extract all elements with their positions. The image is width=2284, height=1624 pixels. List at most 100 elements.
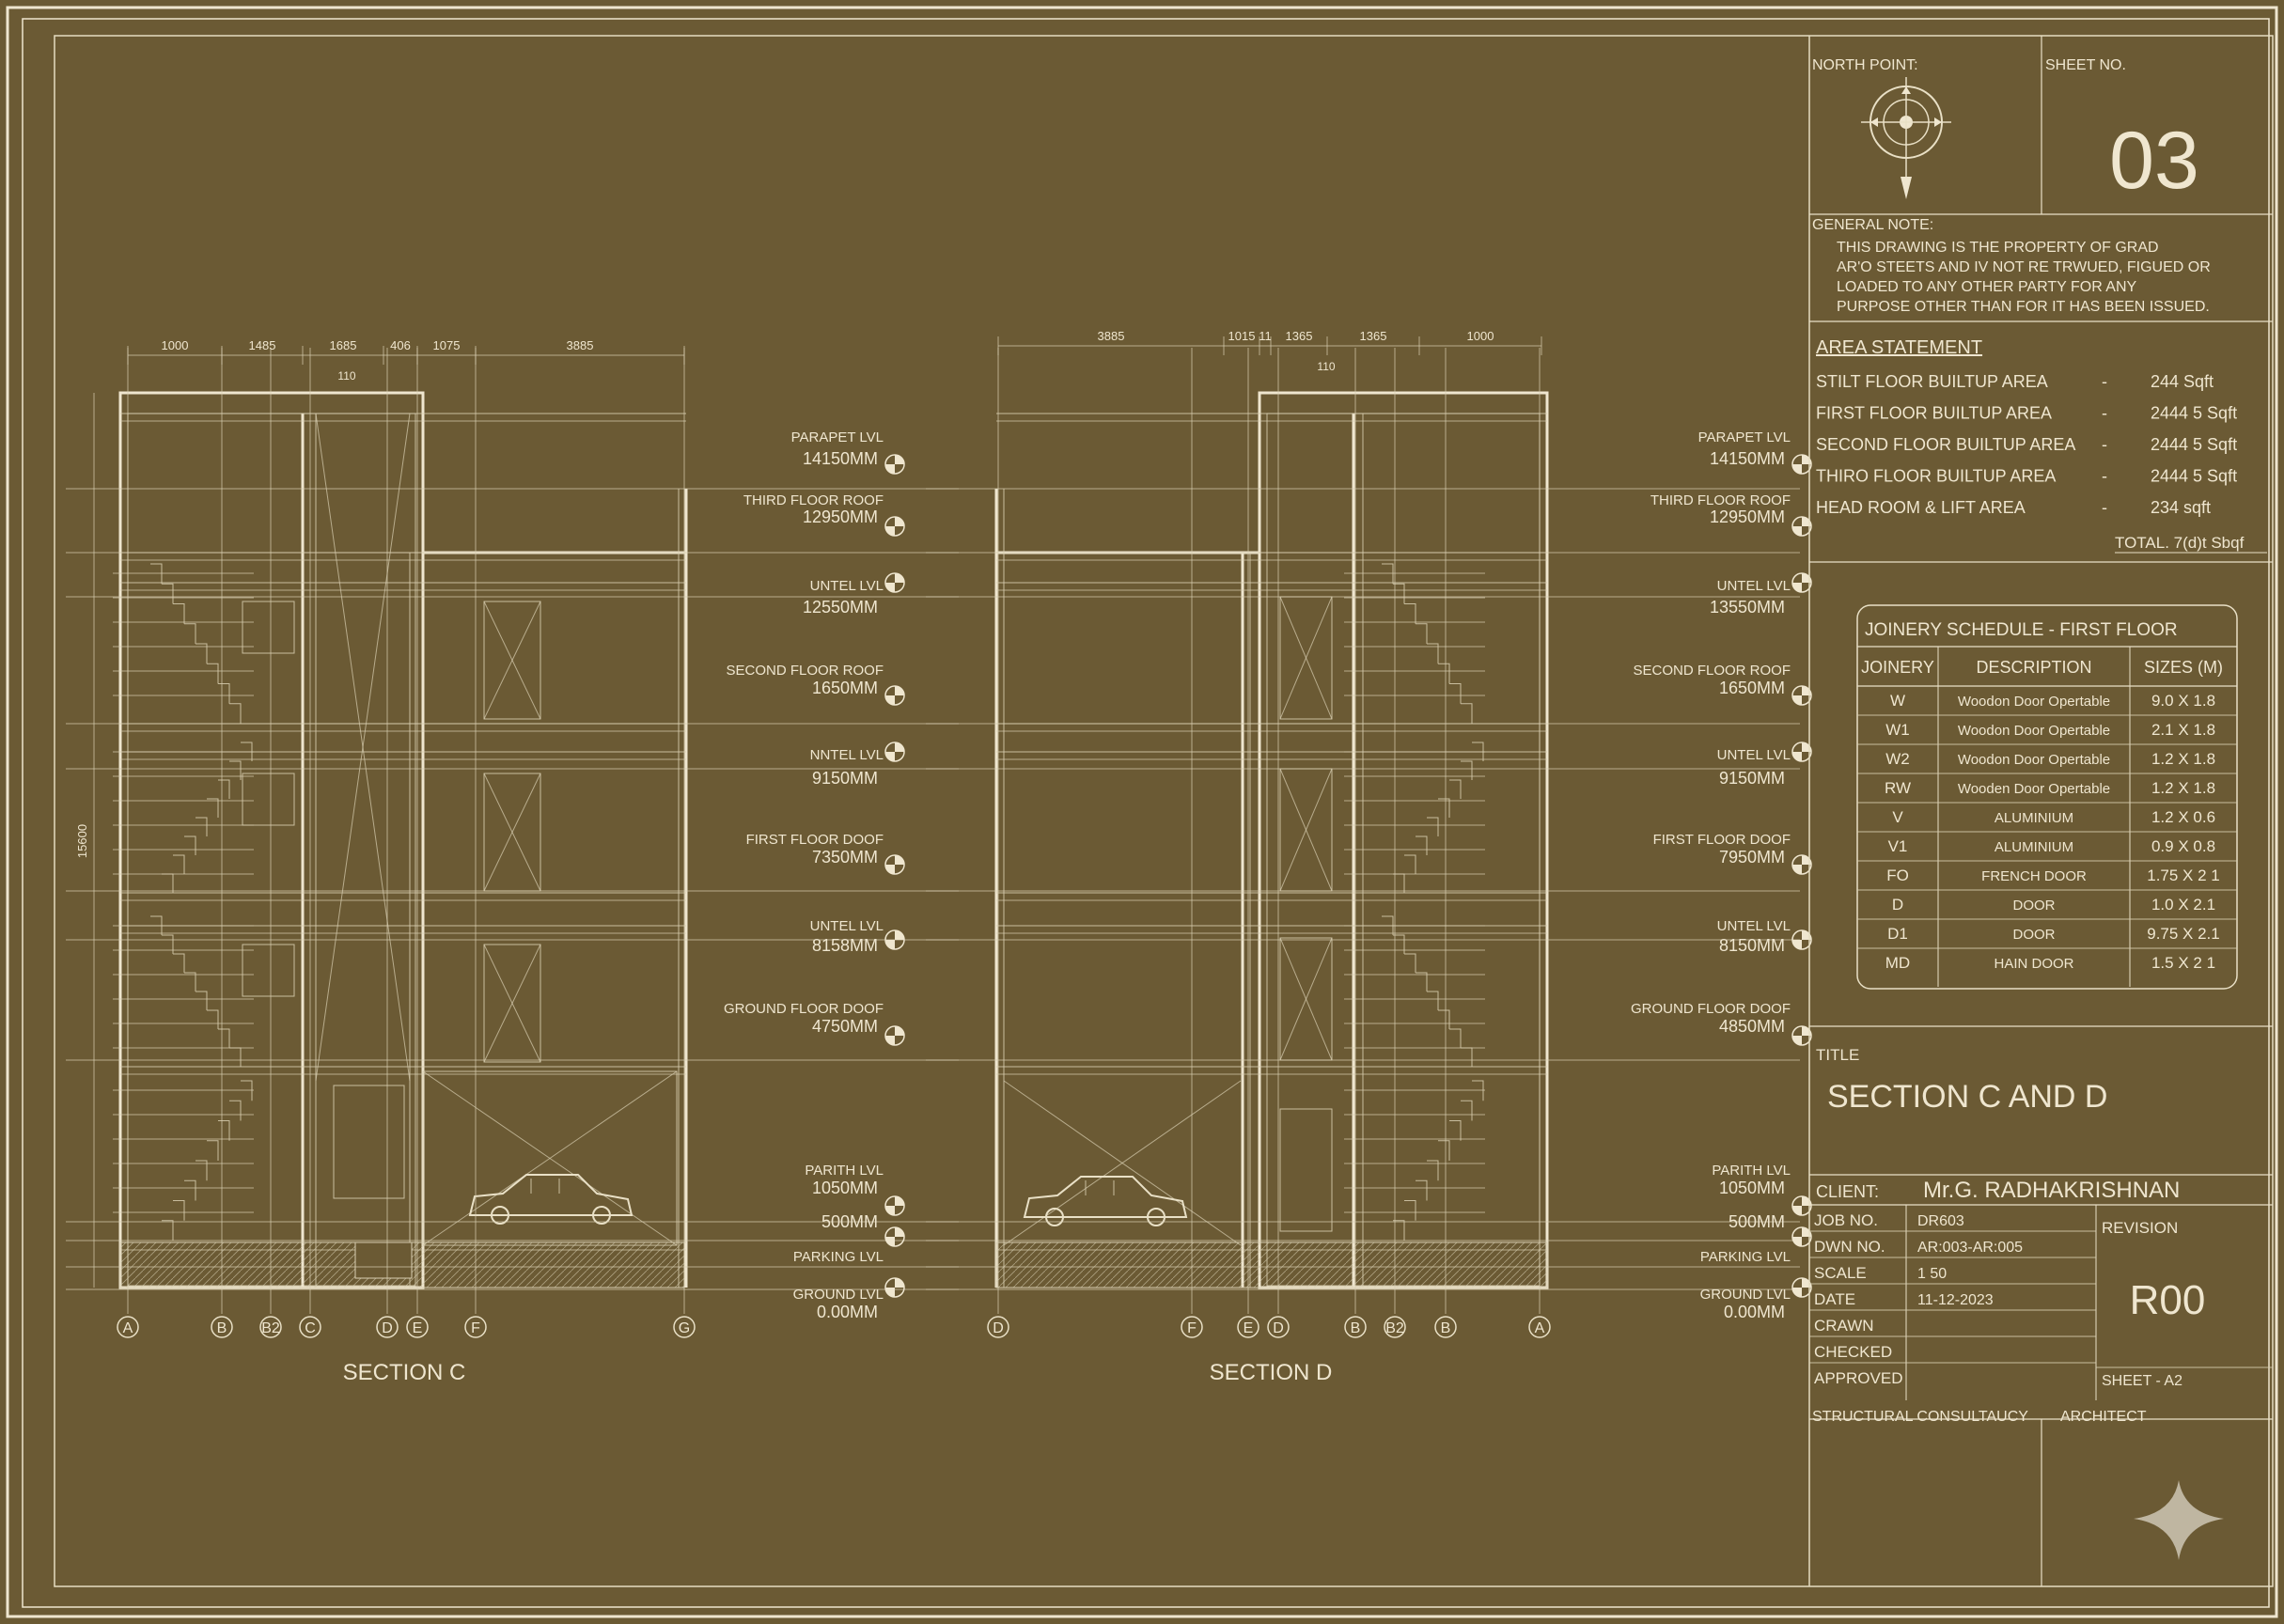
car-icon xyxy=(1023,1176,1188,1226)
level-name: PARKING LVL xyxy=(1700,1249,1791,1265)
joinery-cell: FO xyxy=(1886,867,1909,884)
drawing-frame xyxy=(54,35,2274,1587)
architect-label: ARCHITECT xyxy=(2060,1409,2147,1425)
grid-bubble xyxy=(1434,1316,1457,1338)
joinery-column-header: DESCRIPTION xyxy=(1976,658,2091,677)
sparkle-icon xyxy=(2134,1480,2224,1560)
joinery-heading: JOINERY SCHEDULE - FIRST FLOOR xyxy=(1865,620,2178,640)
joinery-cell: Wooden Door Opertable xyxy=(1958,781,2110,797)
level-value: 14150MM xyxy=(803,449,878,468)
joinery-cell: Woodon Door Opertable xyxy=(1958,723,2110,739)
area-row-dash: - xyxy=(2102,467,2107,486)
grid-label: G xyxy=(679,1320,690,1336)
north-arrow-icon xyxy=(1861,77,1951,199)
joinery-cell: D xyxy=(1892,896,1903,914)
level-value: 9150MM xyxy=(1719,769,1785,788)
level-value: 500MM xyxy=(1729,1212,1785,1231)
general-note-text: THIS DRAWING IS THE PROPERTY OF GRADAR'O… xyxy=(1837,240,2211,315)
general-note-line: PURPOSE OTHER THAN FOR IT HAS BEEN ISSUE… xyxy=(1837,299,2210,315)
joinery-cell: DOOR xyxy=(2013,898,2056,914)
job-info-label: CHECKED xyxy=(1814,1343,1892,1361)
grid-label: F xyxy=(471,1320,480,1336)
joinery-cell: 9.75 X 2.1 xyxy=(2147,925,2220,943)
grid-bubble xyxy=(987,1316,1009,1338)
general-note-line: AR'O STEETS AND IV NOT RE TRWUED, FIGUED… xyxy=(1837,259,2211,275)
joinery-cell: 2.1 X 1.8 xyxy=(2151,721,2215,739)
job-info-value: 1 50 xyxy=(1917,1266,1947,1282)
level-name: NNTEL LVL xyxy=(810,747,884,763)
area-row-value: 244 Sqft xyxy=(2151,372,2214,391)
client-name: Mr.G. RADHAKRISHNAN xyxy=(1923,1178,2180,1203)
level-value: 500MM xyxy=(821,1212,878,1231)
grid-label: E xyxy=(1244,1320,1254,1336)
level-value: 0.00MM xyxy=(1724,1303,1785,1321)
grid-label: D xyxy=(382,1320,393,1336)
level-value: 4750MM xyxy=(812,1017,878,1036)
level-name: SECOND FLOOR ROOF xyxy=(1633,663,1791,679)
grid-bubble xyxy=(299,1316,321,1338)
joinery-cell: 1.5 X 2 1 xyxy=(2151,954,2215,972)
dimension-value: 110 xyxy=(337,369,355,383)
dimension-value: 1075 xyxy=(433,338,461,352)
area-row-label: STILT FLOOR BUILTUP AREA xyxy=(1816,372,2048,391)
job-info-label: DATE xyxy=(1814,1290,1855,1308)
grid-bubble xyxy=(464,1316,487,1338)
general-note-line: LOADED TO ANY OTHER PARTY FOR ANY xyxy=(1837,279,2137,295)
grid-label: A xyxy=(123,1320,133,1336)
grid-bubble xyxy=(259,1316,282,1338)
level-name: FIRST FLOOR DOOF xyxy=(1653,832,1791,848)
level-value: 1050MM xyxy=(1719,1179,1785,1197)
level-value: 9150MM xyxy=(812,769,878,788)
joinery-column-header: JOINERY xyxy=(1861,658,1934,677)
job-info-label: JOB NO. xyxy=(1814,1211,1878,1229)
grid-bubble xyxy=(1237,1316,1259,1338)
area-statement-heading: AREA STATEMENT xyxy=(1816,337,1982,358)
inner-border xyxy=(22,18,2270,1608)
client-label: CLIENT: xyxy=(1816,1182,1879,1201)
joinery-cell: W1 xyxy=(1885,721,1910,739)
car-icon xyxy=(468,1174,634,1225)
outer-border xyxy=(6,6,2278,1618)
level-value: 12550MM xyxy=(803,598,878,617)
grid-label: B2 xyxy=(261,1320,280,1336)
level-value: 12950MM xyxy=(803,508,878,526)
area-row-dash: - xyxy=(2102,404,2107,423)
grid-bubble xyxy=(211,1316,233,1338)
area-row-label: FIRST FLOOR BUILTUP AREA xyxy=(1816,404,2052,423)
joinery-cell: MD xyxy=(1885,954,1910,972)
level-name: THIRD FLOOR ROOF xyxy=(1650,492,1791,508)
area-row-dash: - xyxy=(2102,435,2107,454)
grid-bubble xyxy=(673,1316,696,1338)
dimension-value: 1365 xyxy=(1360,329,1387,343)
dimension-value: 3885 xyxy=(567,338,594,352)
joinery-cell: ALUMINIUM xyxy=(1995,839,2073,855)
dimension-value: 110 xyxy=(1317,360,1335,373)
section-d-caption: SECTION D xyxy=(1210,1360,1333,1385)
grid-bubble xyxy=(1528,1316,1551,1338)
grid-label: C xyxy=(305,1320,316,1336)
job-info-label: DWN NO. xyxy=(1814,1238,1885,1256)
grid-label: B2 xyxy=(1385,1320,1404,1336)
joinery-cell: FRENCH DOOR xyxy=(1981,868,2087,884)
level-name: PARAPET LVL xyxy=(1698,429,1791,445)
area-row-label: THIRO FLOOR BUILTUP AREA xyxy=(1816,467,2056,486)
dimension-value: 1485 xyxy=(249,338,276,352)
grid-bubble xyxy=(406,1316,429,1338)
grid-bubble xyxy=(1344,1316,1367,1338)
level-value: 0.00MM xyxy=(817,1303,878,1321)
joinery-cell: W xyxy=(1890,692,1905,710)
area-total: TOTAL. 7(d)t Sbqf xyxy=(2115,534,2245,552)
level-name: PARAPET LVL xyxy=(791,429,884,445)
grid-bubble xyxy=(376,1316,399,1338)
dimension-value: 1000 xyxy=(162,338,189,352)
job-info-label: APPROVED xyxy=(1814,1369,1902,1387)
level-name: UNTEL LVL xyxy=(810,578,884,594)
level-name: GROUND FLOOR DOOF xyxy=(724,1001,884,1017)
section-d-drawing xyxy=(994,391,1549,1289)
level-value: 1050MM xyxy=(812,1179,878,1197)
dimension-value: 3885 xyxy=(1098,329,1125,343)
grid-bubble xyxy=(1267,1316,1290,1338)
grid-bubble xyxy=(117,1316,139,1338)
joinery-cell: V1 xyxy=(1888,837,1908,855)
revision-value: R00 xyxy=(2130,1277,2206,1323)
